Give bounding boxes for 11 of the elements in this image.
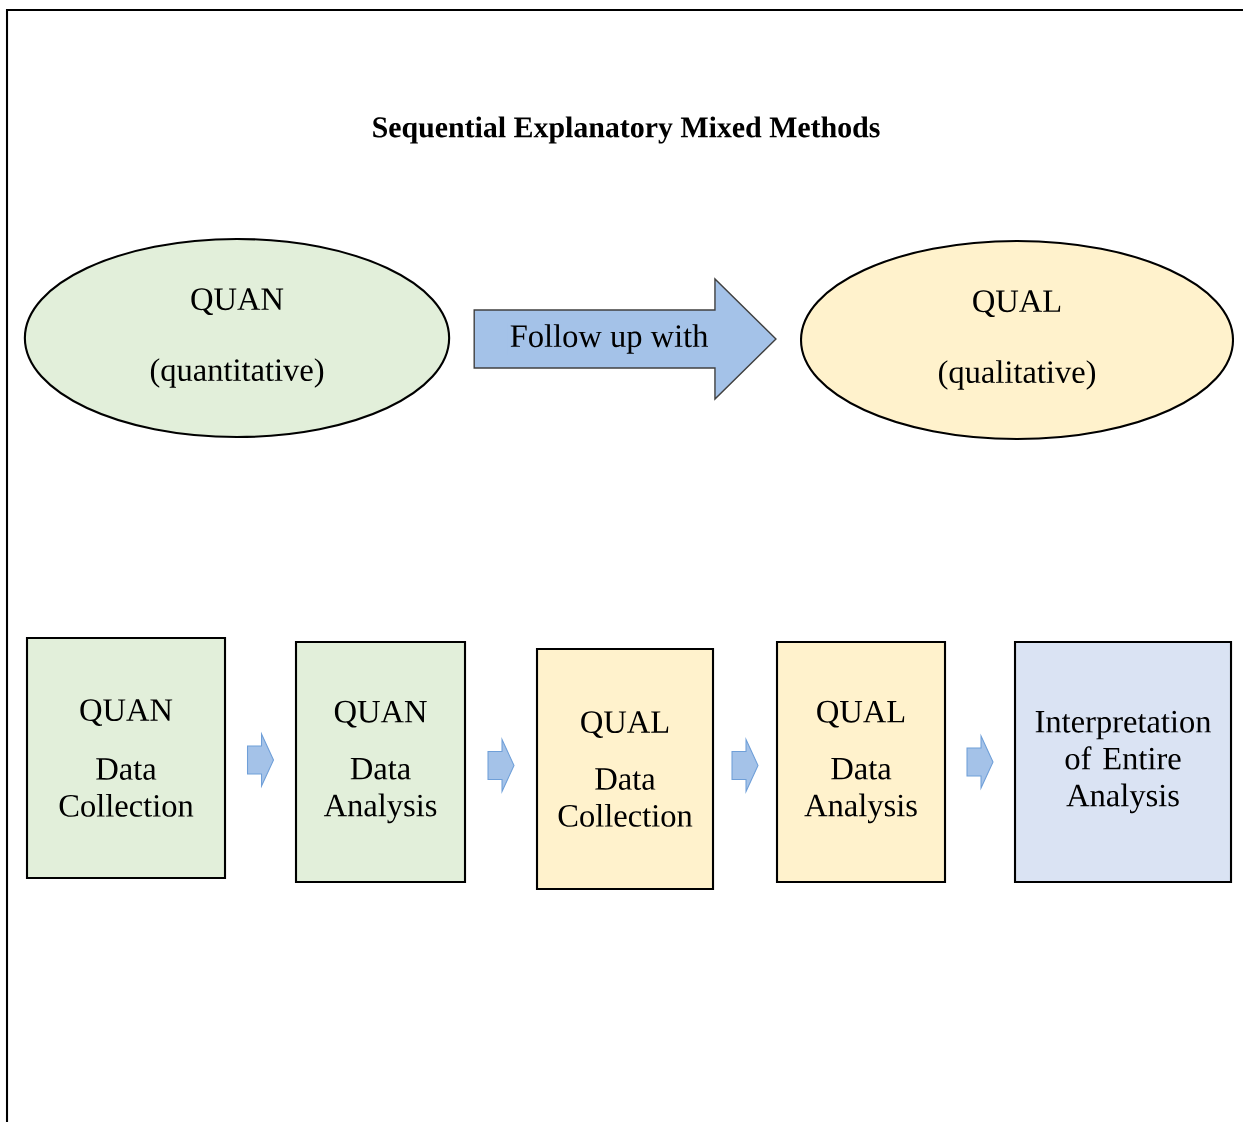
- block-arrow: [731, 737, 759, 794]
- block-arrow: [247, 731, 275, 789]
- process-box: Interpretation of Entire Analysis: [1013, 640, 1233, 884]
- block-arrow: [487, 737, 515, 794]
- process-box: QUAN Data Analysis: [294, 640, 467, 884]
- process-box: QUAL Data Collection: [535, 647, 715, 891]
- process-box: QUAL Data Analysis: [775, 640, 947, 884]
- edge-label: Follow up with: [507, 322, 711, 356]
- process-box: QUAN Data Collection: [25, 636, 227, 880]
- title: Sequential Explanatory Mixed Methods: [373, 116, 880, 144]
- block-arrow: [966, 733, 994, 791]
